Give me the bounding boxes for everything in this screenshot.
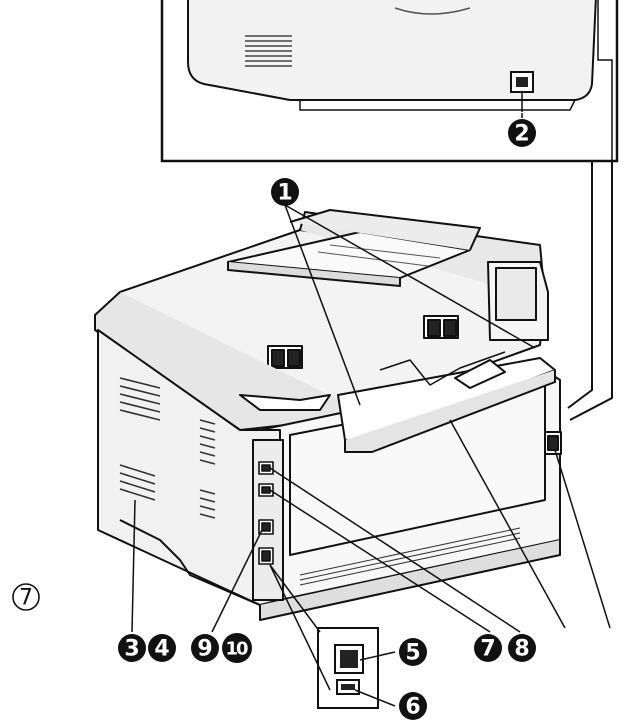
callout-8: 8: [508, 634, 536, 662]
callout-4: 4: [148, 634, 176, 662]
callout-7-label: 7: [480, 637, 495, 662]
callout-7: 7: [474, 634, 502, 662]
side-marker-label: 7: [19, 586, 33, 611]
callout-4-label: 4: [154, 637, 169, 662]
callout-9: 9: [191, 634, 219, 662]
inset-leader-lines: [567, 161, 613, 421]
callout-5: 5: [399, 638, 427, 666]
printer-machine: [94, 209, 562, 621]
callout-2: 2: [508, 119, 536, 147]
inset-detail-view: [160, 0, 619, 163]
callout-5-label: 5: [405, 641, 420, 666]
callout-10-label: 10: [225, 639, 248, 660]
callout-1-label: 1: [277, 181, 292, 206]
callout-3-label: 3: [124, 637, 139, 662]
callout-8-label: 8: [514, 637, 529, 662]
callout-1: 1: [271, 178, 299, 206]
leader-lines: [131, 113, 611, 707]
callout-2-label: 2: [514, 122, 529, 147]
side-marker: 7: [12, 583, 40, 611]
callout-6: 6: [399, 692, 427, 720]
callout-9-label: 9: [197, 637, 212, 662]
callout-10: 10: [222, 633, 252, 663]
callout-6-label: 6: [405, 695, 420, 720]
callout-3: 3: [118, 634, 146, 662]
